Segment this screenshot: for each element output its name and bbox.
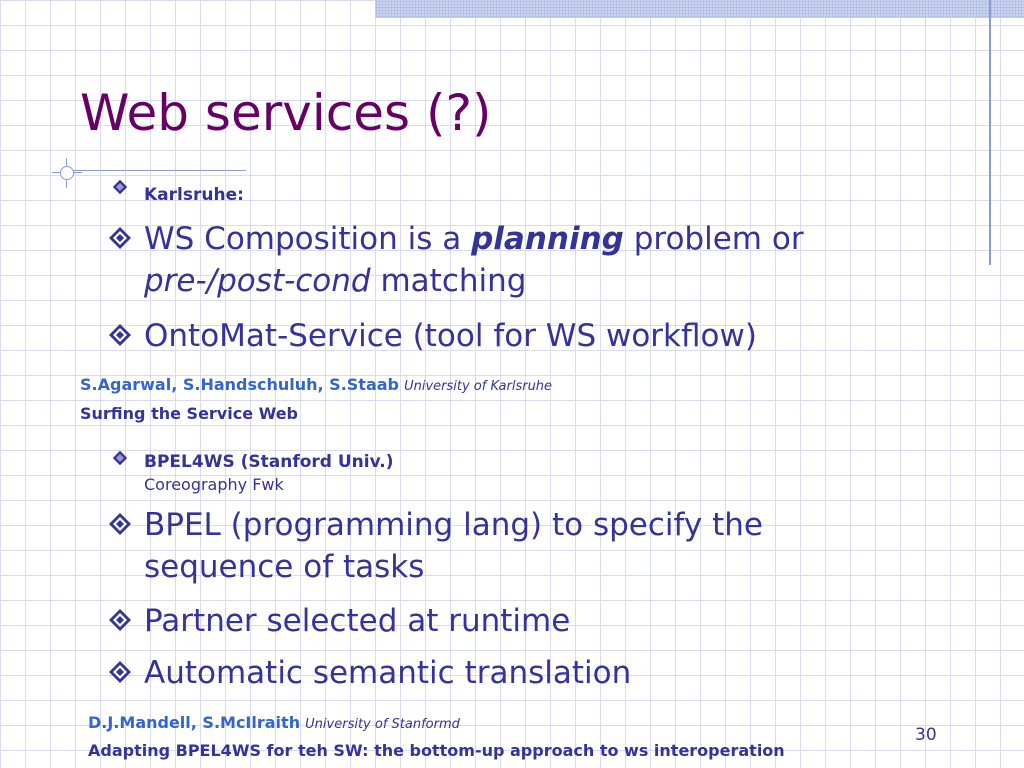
slide-title: Web services (?): [80, 84, 492, 142]
reference-karlsruhe-title: Surfing the Service Web: [80, 404, 299, 423]
page-number: 30: [915, 725, 937, 745]
top-decorative-band: [375, 0, 1024, 18]
diamond-bullet-icon: [108, 512, 132, 536]
diamond-bullet-icon: [108, 226, 132, 250]
reference-stanford-title: Adapting BPEL4WS for teh SW: the bottom-…: [88, 741, 785, 760]
diamond-bullet-icon: [108, 323, 132, 347]
diamond-bullet-icon: [112, 450, 128, 466]
reference-karlsruhe: S.Agarwal, S.Handschuluh, S.Staab Univer…: [80, 375, 553, 394]
diamond-bullet-icon: [108, 608, 132, 632]
crosshair-icon: [52, 158, 82, 188]
reference-stanford: D.J.Mandell, S.McIlraith University of S…: [88, 713, 460, 732]
right-decorative-line: [989, 0, 991, 265]
diamond-bullet-icon: [108, 660, 132, 684]
diamond-bullet-icon: [112, 179, 128, 195]
title-underline: [66, 170, 246, 171]
